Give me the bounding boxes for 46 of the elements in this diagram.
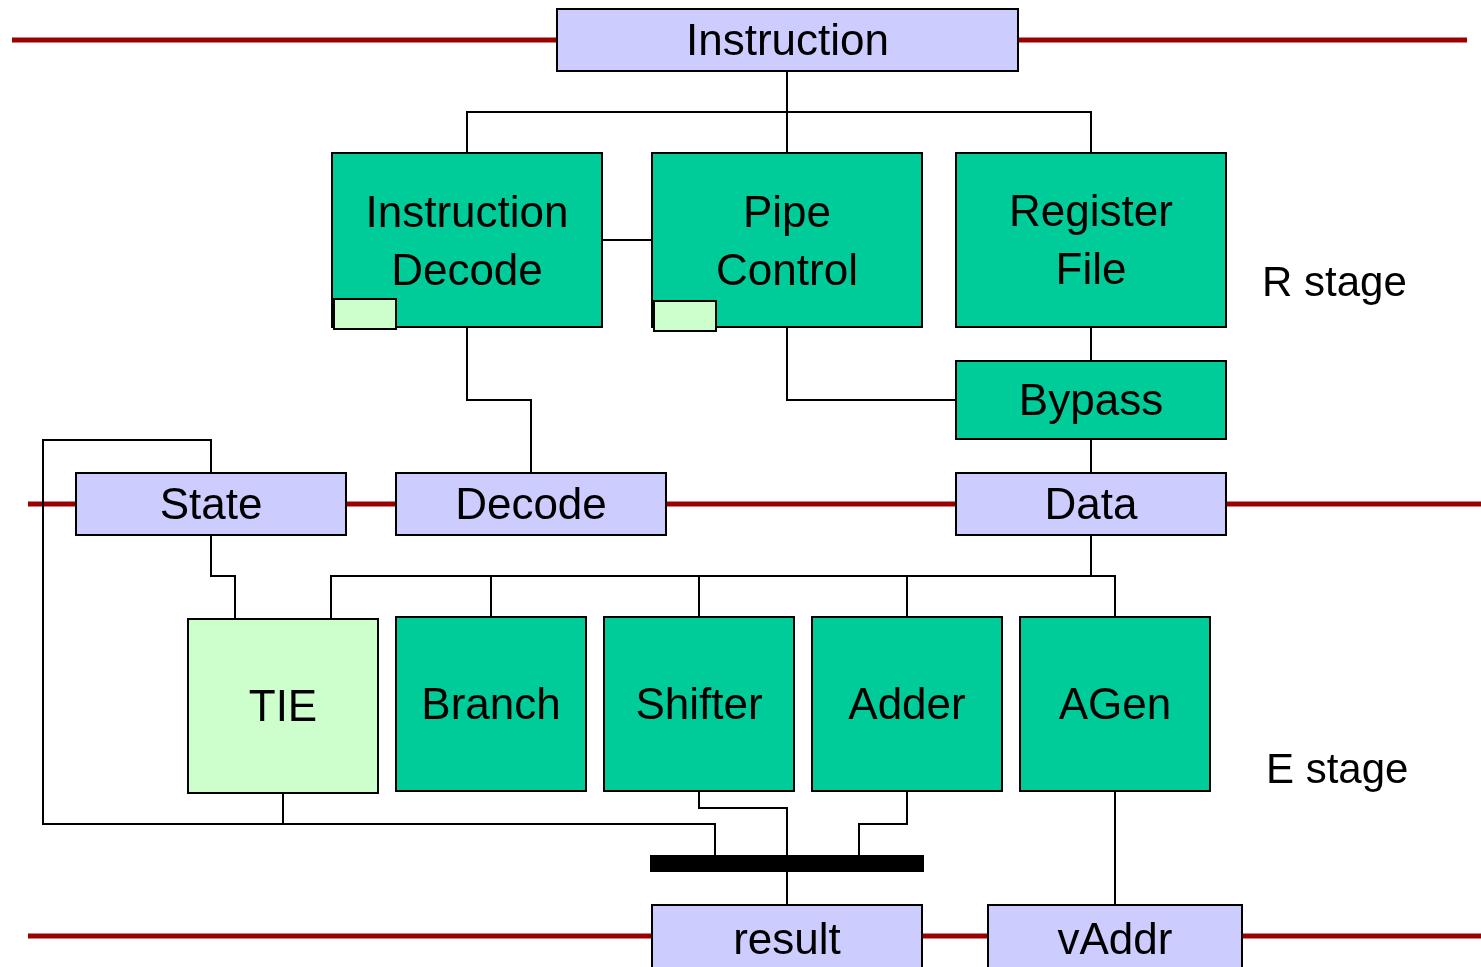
block-label: vAddr — [1056, 913, 1174, 965]
connector-line — [602, 239, 652, 241]
block-box — [395, 472, 667, 536]
block-box — [75, 472, 347, 536]
block-label: Instruction — [685, 14, 890, 66]
block-box — [187, 618, 379, 794]
connector-line — [42, 439, 284, 825]
block-box — [603, 616, 795, 792]
connector-line — [466, 327, 532, 473]
block-box — [955, 152, 1227, 328]
connector-line — [1090, 535, 1116, 617]
connector-line — [858, 791, 908, 856]
block-box — [955, 360, 1227, 440]
block-label: Instruction Decode — [364, 186, 570, 296]
block-box — [651, 904, 923, 967]
connector-line — [1090, 327, 1092, 361]
connector-line — [786, 871, 788, 905]
block-label: result — [732, 913, 842, 965]
stage-label: R stage — [1262, 258, 1407, 306]
block-box — [987, 904, 1243, 967]
connector-line — [786, 327, 956, 401]
block-box — [955, 472, 1227, 536]
block-label: State — [158, 478, 264, 530]
block-label: AGen — [1057, 678, 1173, 730]
empty-box — [333, 298, 397, 330]
block-label: Adder — [847, 678, 967, 730]
connector-line — [698, 791, 788, 856]
block-label: Data — [1043, 478, 1139, 530]
block-label: TIE — [247, 680, 319, 732]
block-box — [395, 616, 587, 792]
block-box — [331, 152, 603, 328]
block-label: Register File — [1008, 185, 1174, 295]
connector-line — [210, 535, 236, 619]
stage-label: E stage — [1266, 745, 1409, 793]
block-label: Bypass — [1017, 374, 1165, 426]
block-label: Branch — [420, 678, 562, 730]
block-box — [1019, 616, 1211, 792]
bus-bar — [650, 855, 924, 872]
block-box — [811, 616, 1003, 792]
block-box — [556, 8, 1019, 72]
connector-line — [1114, 791, 1116, 905]
block-label: Decode — [454, 478, 608, 530]
block-label: Pipe Control — [715, 186, 859, 296]
block-label: Shifter — [634, 678, 764, 730]
empty-box — [653, 300, 717, 332]
connector-line — [1090, 439, 1092, 473]
